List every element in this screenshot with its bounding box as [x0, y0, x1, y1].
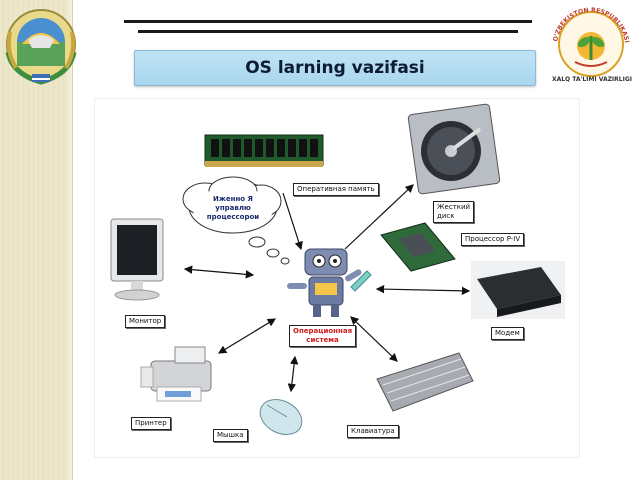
header-rule-bottom	[138, 30, 518, 33]
label-monitor: Монитор	[125, 315, 166, 328]
hard-disk-icon	[407, 103, 501, 195]
os-function-diagram: Иженно Я управлю процессорои Оперативная…	[94, 98, 580, 458]
thought-cloud-text: Иженно Я управлю процессорои	[203, 195, 263, 222]
label-printer: Принтер	[131, 417, 171, 430]
label-hard-disk: Жесткий диск	[433, 201, 475, 223]
mouse-icon	[259, 398, 303, 436]
left-strip-edge	[62, 0, 72, 480]
label-operating-system: Операционная система	[289, 325, 357, 347]
diagram-graphics	[110, 103, 565, 436]
cloud-line-2: управлю	[215, 204, 251, 212]
emblem-caption: XALQ TA'LIMI VAZIRLIGI	[551, 76, 633, 83]
processor-icon	[380, 222, 456, 272]
label-os-line1: Операционная	[293, 327, 353, 335]
ram-module-icon	[204, 134, 324, 167]
cloud-line-3: процессорои	[206, 213, 260, 221]
label-mouse: Мышка	[213, 429, 248, 442]
label-modem: Модем	[491, 327, 524, 340]
diagram-arrows	[183, 184, 471, 393]
header-rule-top	[124, 20, 532, 23]
monitor-icon	[110, 218, 164, 301]
cloud-line-1: Иженно Я	[213, 195, 253, 203]
label-hard-disk-line1: Жесткий	[437, 203, 471, 211]
label-ram: Оперативная память	[293, 183, 379, 196]
coat-of-arms-icon	[5, 9, 77, 85]
page-title: OS larning vazifasi	[245, 58, 425, 78]
label-processor: Процессор P-IV	[461, 233, 525, 246]
thought-cloud-icon	[182, 176, 290, 265]
ministry-emblem-icon: O'ZBEKISTON RESPUBLIKASI	[552, 7, 630, 77]
title-bar: OS larning vazifasi	[134, 50, 536, 86]
printer-icon	[140, 346, 212, 402]
robot-icon	[287, 248, 372, 317]
label-keyboard: Клавиатура	[347, 425, 399, 438]
label-hard-disk-line2: диск	[437, 212, 455, 220]
keyboard-icon	[376, 352, 474, 412]
modem-icon	[471, 261, 565, 319]
label-os-line2: система	[306, 336, 339, 344]
